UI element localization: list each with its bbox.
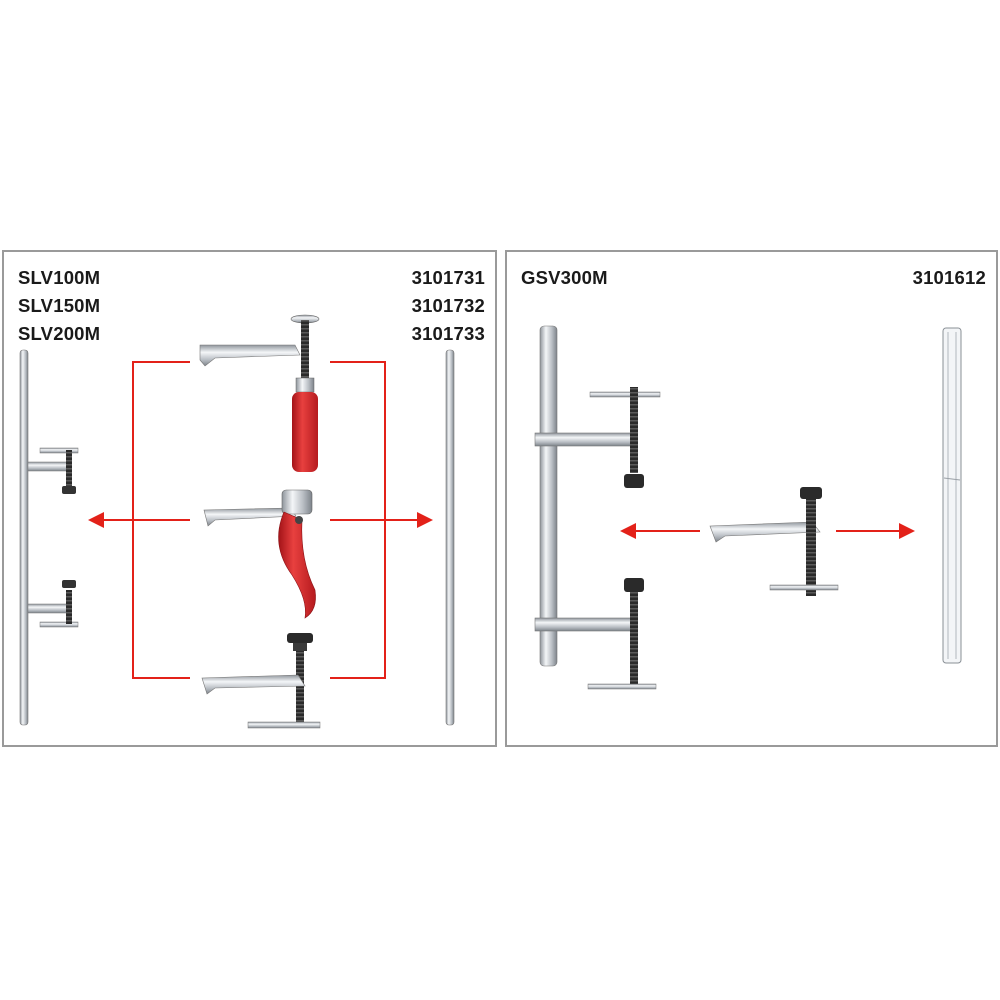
clamp-rail-icon: [19, 349, 79, 726]
article-code: 3101733: [411, 323, 485, 344]
t-handle-clamp-icon: [201, 633, 321, 729]
right-product-panel: GSV300M 3101612: [505, 250, 998, 747]
screw-clamp-icon: [709, 487, 839, 596]
article-code-list: 3101612: [913, 264, 986, 292]
model-name: SLV150M: [18, 295, 101, 316]
left-product-panel: SLV100M SLV150M SLV200M 3101731 3101732 …: [2, 250, 497, 747]
article-code-list: 3101731 3101732 3101733: [412, 264, 485, 348]
arrow-left-icon: [620, 523, 700, 539]
lever-clamp-icon: [203, 489, 316, 619]
model-name: GSV300M: [521, 267, 608, 288]
bracket-lines: [132, 361, 386, 679]
model-name: SLV200M: [18, 323, 101, 344]
clamp-rail-icon: [534, 325, 661, 690]
article-code: 3101612: [912, 267, 986, 288]
model-list: SLV100M SLV150M SLV200M: [18, 264, 100, 348]
arrow-left-icon: [88, 512, 133, 528]
article-code: 3101732: [411, 295, 485, 316]
clamp-rail-icon: [942, 327, 962, 664]
model-list: GSV300M: [521, 264, 608, 292]
model-name: SLV100M: [18, 267, 101, 288]
article-code: 3101731: [411, 267, 485, 288]
screw-clamp-icon: [199, 314, 320, 472]
clamp-rail-icon: [445, 349, 455, 726]
arrow-right-icon: [836, 523, 915, 539]
arrow-right-icon: [385, 512, 433, 528]
